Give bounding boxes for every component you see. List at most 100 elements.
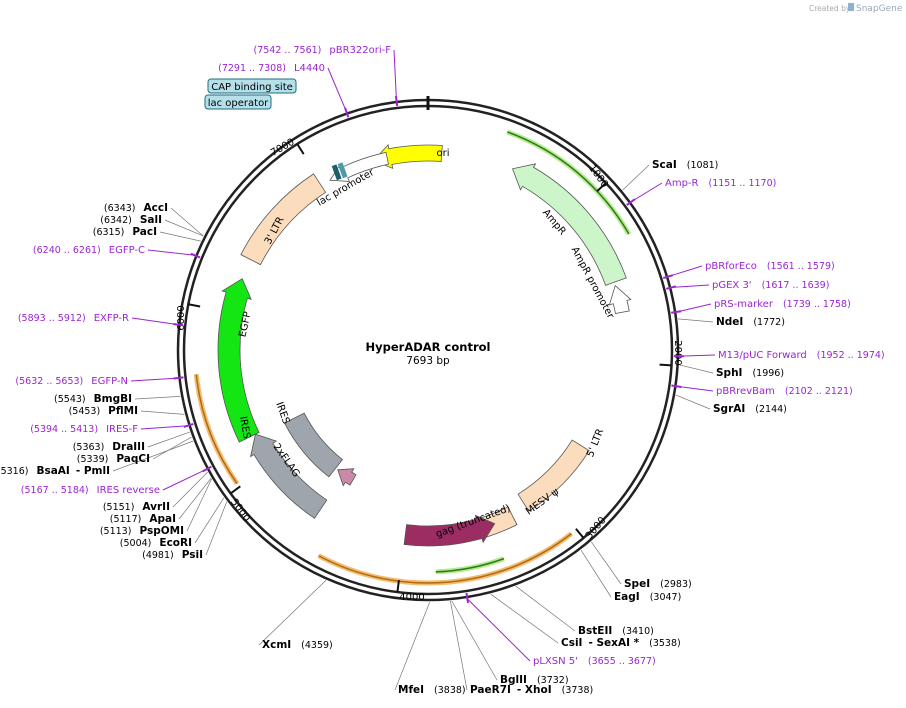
site-label-bglii[interactable]: BglII(3732) <box>500 674 569 686</box>
leader-lines <box>112 49 716 691</box>
site-label-l4440[interactable]: (7291 .. 7308)L4440 <box>218 63 325 74</box>
site-leader-line <box>515 585 576 632</box>
primer-binding-marker <box>671 310 682 314</box>
feature-ires[interactable] <box>284 412 343 478</box>
site-label-bsaai[interactable]: (5316)BsaAI- PmlI <box>0 465 110 477</box>
site-label-ndei[interactable]: NdeI(1772) <box>716 316 785 328</box>
site-label-sgrai[interactable]: SgrAI(2144) <box>713 403 787 415</box>
tick-label: 6000 <box>176 305 187 330</box>
site-label-avrii[interactable]: (5151)AvrII <box>103 501 170 513</box>
site-label-sali[interactable]: (6342)SalI <box>100 214 162 226</box>
site-label-ecori[interactable]: (5004)EcoRI <box>120 537 192 549</box>
site-label-apai[interactable]: (5117)ApaI <box>110 513 176 525</box>
site-leader-line <box>677 385 714 392</box>
site-label-prs-marker[interactable]: pRS-marker(1739 .. 1758) <box>714 299 851 310</box>
site-label-acci[interactable]: (6343)AccI <box>104 202 168 214</box>
feature-3-ltr[interactable] <box>240 173 327 266</box>
lac-operator-marker <box>331 164 342 181</box>
site-leader-line <box>172 471 208 508</box>
feature-2xflag[interactable] <box>337 468 357 487</box>
site-label-pgex-3[interactable]: pGEX 3'(1617 .. 1639) <box>712 280 829 291</box>
primer-arc-green-core <box>507 131 630 235</box>
site-label-paer7i[interactable]: PaeR7I- XhoI(3738) <box>470 684 593 696</box>
primer-binding-marker <box>183 423 194 428</box>
feature-ampr-promoter[interactable] <box>608 284 632 315</box>
site-label-pbr322ori-f[interactable]: (7542 .. 7561)pBR322ori-F <box>254 45 392 56</box>
feature-label: IRES <box>237 415 252 439</box>
primer-arc-orange-core <box>318 533 572 584</box>
site-leader-line <box>194 497 225 544</box>
primer-binding-marker <box>662 274 674 280</box>
cap-binding-site-box[interactable] <box>207 78 297 94</box>
site-label-pbrforeco[interactable]: pBRforEco(1561 .. 1579) <box>705 261 835 272</box>
snapgene-logo-icon <box>848 3 854 11</box>
site-label-egfp-c[interactable]: (6240 .. 6261)EGFP-C <box>33 245 145 256</box>
site-label-pflmi[interactable]: (5453)PflMI <box>69 405 138 417</box>
site-label-plxsn-5[interactable]: pLXSN 5'(3655 .. 3677) <box>533 656 656 667</box>
site-leader-line <box>591 541 622 585</box>
site-leader-line <box>672 284 710 288</box>
primer-binding-marker <box>173 376 184 380</box>
site-leader-line <box>393 49 397 101</box>
feature-ires[interactable] <box>249 433 328 519</box>
site-label-pspomi[interactable]: (5113)PspOMI <box>100 525 184 537</box>
site-label-paci[interactable]: (6315)PacI <box>93 226 157 238</box>
site-leader-line <box>676 303 712 313</box>
tick-label: 7000 <box>269 137 297 159</box>
site-leader-line <box>152 436 192 460</box>
credit-brand: SnapGene <box>856 4 903 14</box>
site-leader-line <box>327 67 347 112</box>
tick-mark <box>230 485 241 495</box>
site-leader-line <box>147 431 190 448</box>
site-label-xcmi[interactable]: XcmI(4359) <box>262 639 333 651</box>
site-label-draiii[interactable]: (5363)DraIII <box>73 441 145 453</box>
site-label-paqci[interactable]: (5339)PaqCI <box>77 453 150 465</box>
site-label-spei[interactable]: SpeI(2983) <box>624 578 692 590</box>
site-label-eagi[interactable]: EagI(3047) <box>614 591 681 603</box>
site-leader-line <box>580 550 612 598</box>
primer-binding-marker <box>344 107 350 118</box>
site-label-sphi[interactable]: SphI(1996) <box>716 367 784 379</box>
site-label-mfei[interactable]: MfeI(3838) <box>398 684 466 696</box>
site-leader-line <box>467 598 531 662</box>
site-leader-line <box>130 377 178 382</box>
site-label-pbrrevbam[interactable]: pBRrevBam(2102 .. 2121) <box>716 386 853 397</box>
site-label-scai[interactable]: ScaI(1081) <box>652 159 718 171</box>
tick-mark <box>396 580 400 593</box>
site-label-csii[interactable]: CsiI- SexAI *(3538) <box>561 637 681 649</box>
primer-arc-green <box>435 556 505 575</box>
site-label-m13-puc-forward[interactable]: M13/pUC Forward(1952 .. 1974) <box>718 350 885 361</box>
site-leader-line <box>678 318 714 323</box>
primer-binding-marker <box>666 285 677 290</box>
primer-arc-orange-core <box>195 374 238 485</box>
primer-binding-marker <box>465 592 470 604</box>
site-label-egfp-n[interactable]: (5632 .. 5653)EGFP-N <box>15 376 128 387</box>
site-label-bmgbi[interactable]: (5543)BmgBI <box>54 393 132 405</box>
feature-label: EGFP <box>237 311 253 339</box>
feature-label: 5' LTR <box>585 427 606 459</box>
site-label-exfp-r[interactable]: (5893 .. 5912)EXFP-R <box>18 313 129 324</box>
plasmid-name: HyperADAR control <box>366 340 491 354</box>
feature-gag-truncated[interactable] <box>403 514 496 547</box>
site-label-psii[interactable]: (4981)PsiI <box>142 549 203 561</box>
site-label-bsteii[interactable]: BstEII(3410) <box>578 625 654 637</box>
site-label-ires-f[interactable]: (5394 .. 5413)IRES-F <box>30 424 138 435</box>
lac-operator-box[interactable] <box>204 94 272 110</box>
site-leader-line <box>622 164 650 191</box>
cap-binding-site-marker <box>337 162 348 179</box>
site-label-amp-r[interactable]: Amp-R(1151 .. 1170) <box>665 178 776 189</box>
site-leader-line <box>112 440 194 472</box>
feature-ampr[interactable] <box>511 163 627 286</box>
feature-5-ltr[interactable] <box>517 439 590 512</box>
primer-binding-marker <box>671 384 682 388</box>
site-leader-line <box>450 600 468 691</box>
site-leader-line <box>140 425 188 430</box>
primer-binding-marker <box>202 465 212 473</box>
site-leader-line <box>140 410 185 415</box>
tick-mark <box>575 528 585 539</box>
feature-egfp[interactable] <box>217 278 260 443</box>
site-leader-line <box>178 478 212 520</box>
tick-mark <box>596 182 607 192</box>
site-label-ires-reverse[interactable]: (5167 .. 5184)IRES reverse <box>21 485 160 496</box>
feature-label: IRES <box>273 401 291 426</box>
